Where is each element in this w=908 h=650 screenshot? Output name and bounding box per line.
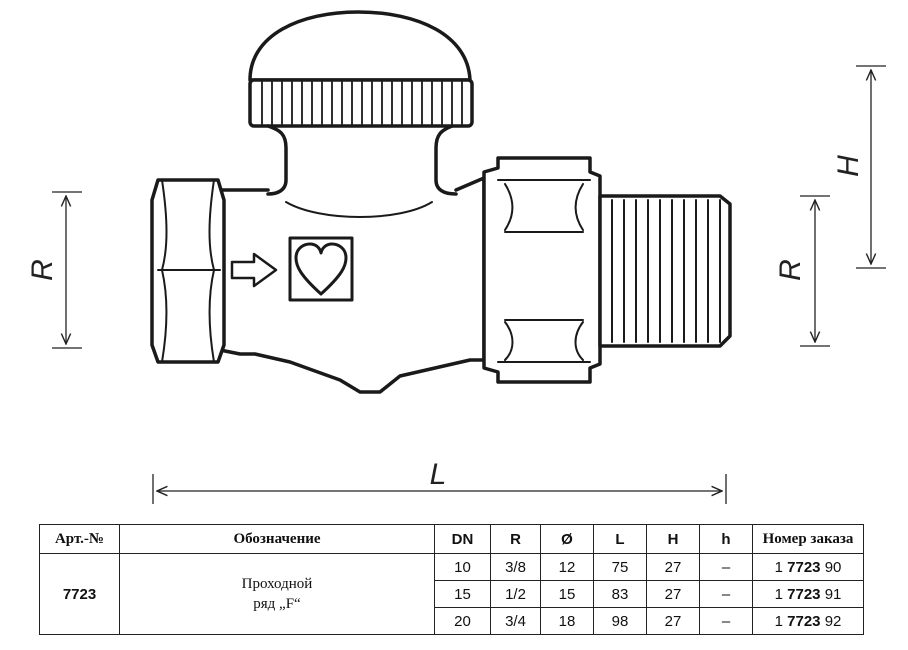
- cell-order-number: 1 7723 90: [752, 553, 864, 581]
- valve-drawing: R R H L: [26, 10, 886, 504]
- cell-r: 3/4: [490, 607, 541, 635]
- dim-label-h: H: [832, 155, 865, 177]
- designation-cell: Проходной ряд „F“: [119, 553, 435, 635]
- cell-h-upper: 27: [646, 553, 700, 581]
- order-suffix: 92: [824, 612, 842, 630]
- cell-h-lower: –: [699, 580, 753, 608]
- header-l: L: [593, 524, 647, 554]
- article-number: 7723: [39, 553, 120, 635]
- cell-dia: 15: [540, 580, 594, 608]
- order-suffix: 90: [824, 558, 842, 576]
- dim-label-r-left: R: [26, 259, 59, 281]
- order-prefix: 1: [774, 585, 783, 603]
- spec-table: Арт.-№ Обозначение DN R Ø L H h Номер за…: [39, 524, 864, 635]
- order-bold: 7723: [787, 612, 821, 630]
- header-h-upper: H: [646, 524, 700, 554]
- dim-label-l: L: [430, 458, 447, 491]
- header-h-lower: h: [699, 524, 753, 554]
- cell-l: 98: [593, 607, 647, 635]
- order-prefix: 1: [774, 558, 783, 576]
- cell-h-lower: –: [699, 553, 753, 581]
- designation-line-1: Проходной: [241, 576, 313, 592]
- cell-dia: 18: [540, 607, 594, 635]
- cell-order-number: 1 7723 91: [752, 580, 864, 608]
- table-header-row: Арт.-№ Обозначение DN R Ø L H h Номер за…: [39, 524, 864, 554]
- cell-dn: 10: [434, 553, 491, 581]
- cell-h-upper: 27: [646, 580, 700, 608]
- cell-l: 75: [593, 553, 647, 581]
- threaded-tailpiece: [598, 194, 732, 348]
- order-bold: 7723: [787, 558, 821, 576]
- cell-dn: 15: [434, 580, 491, 608]
- knurled-grip: [248, 78, 474, 128]
- dim-r-right: [800, 195, 830, 347]
- designation-line-2: ряд „F“: [253, 596, 301, 612]
- header-r: R: [490, 524, 541, 554]
- cell-l: 83: [593, 580, 647, 608]
- header-art: Арт.-№: [39, 524, 120, 554]
- table-row: 7723 Проходной ряд „F“ 10 3/8 12 75 27 –…: [39, 553, 864, 635]
- header-order: Номер заказа: [752, 524, 864, 554]
- body-seat-arc: [285, 201, 433, 218]
- order-suffix: 91: [824, 585, 842, 603]
- cell-dia: 12: [540, 553, 594, 581]
- header-designation: Обозначение: [119, 524, 435, 554]
- table-row: 15 1/2 15 83 27 – 1 7723 91: [40, 580, 864, 608]
- dim-label-r-right: R: [774, 259, 807, 281]
- left-hex-nut: [150, 178, 226, 364]
- union-nut: [482, 156, 602, 384]
- cell-h-upper: 27: [646, 607, 700, 635]
- valve-neck: [266, 124, 458, 196]
- cell-h-lower: –: [699, 607, 753, 635]
- dim-l: [152, 474, 727, 504]
- cell-r: 1/2: [490, 580, 541, 608]
- cell-r: 3/8: [490, 553, 541, 581]
- cell-order-number: 1 7723 92: [752, 607, 864, 635]
- order-prefix: 1: [774, 612, 783, 630]
- cell-dn: 20: [434, 607, 491, 635]
- order-bold: 7723: [787, 585, 821, 603]
- header-dn: DN: [434, 524, 491, 554]
- table-row: 20 3/4 18 98 27 – 1 7723 92: [40, 607, 864, 635]
- flow-arrow: [230, 252, 278, 288]
- dim-r-left: [52, 191, 82, 349]
- heart-emblem: [288, 236, 354, 302]
- header-dia: Ø: [540, 524, 594, 554]
- handle-cap-dome: [248, 10, 472, 82]
- dim-h: [856, 65, 886, 269]
